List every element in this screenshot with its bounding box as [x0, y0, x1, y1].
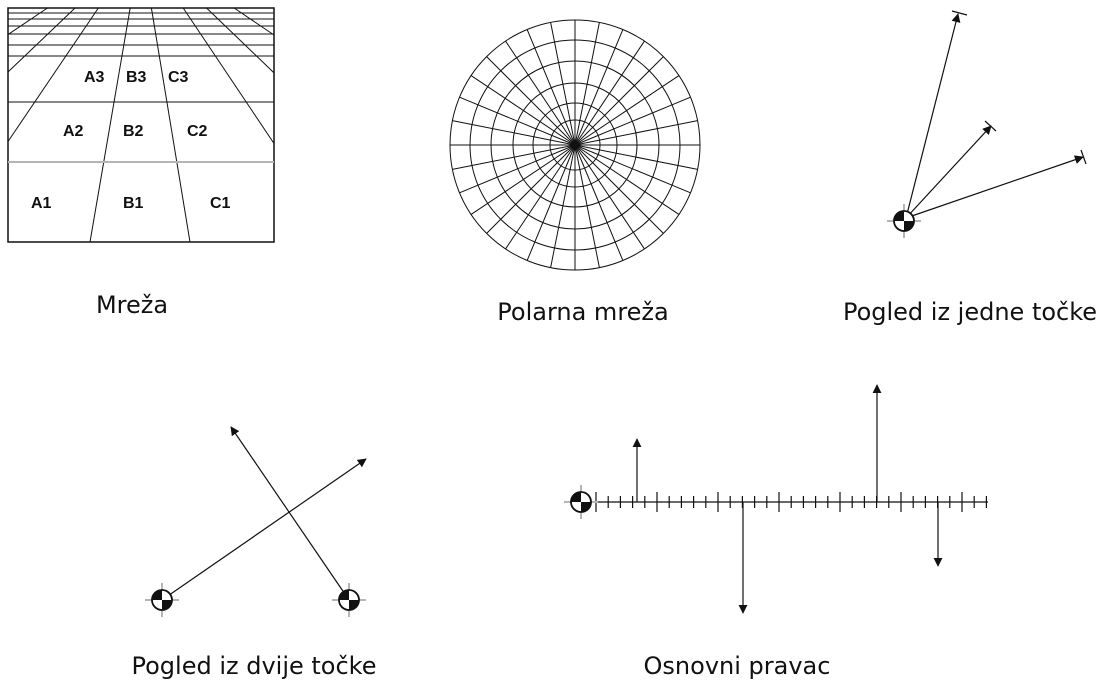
- grid-converging-line: [150, 7, 191, 243]
- grid-cell-c1: C1: [210, 195, 231, 212]
- polar-spoke: [574, 144, 691, 194]
- grid-frame: [7, 7, 275, 243]
- station-quadrant: [349, 600, 359, 610]
- grid-cell-c2: C2: [187, 123, 208, 140]
- grid-cell-a2: A2: [63, 123, 84, 140]
- station-quadrant: [162, 600, 172, 610]
- station-quadrant: [339, 590, 349, 600]
- polar-spoke: [452, 120, 576, 146]
- polar-spoke: [574, 144, 600, 268]
- station-point-icon: [145, 583, 179, 617]
- polar-spoke: [574, 29, 624, 146]
- polar-spoke: [526, 29, 576, 146]
- station-point-icon: [887, 204, 921, 238]
- polar-spoke: [486, 56, 576, 146]
- polar-spoke: [574, 96, 691, 146]
- caption-one-point-view: Pogled iz jedne točke: [842, 298, 1098, 326]
- ray-end-tick-1: [951, 10, 968, 16]
- grid-cell-b1: B1: [123, 195, 144, 212]
- caption-grid: Mreža: [95, 291, 169, 319]
- station-quadrant: [904, 221, 914, 231]
- station-quadrant: [894, 211, 904, 221]
- polar-spoke: [550, 144, 576, 268]
- polar-spoke: [574, 144, 624, 261]
- station-quadrant: [152, 590, 162, 600]
- polar-spoke: [470, 75, 576, 146]
- ray-arrow-3: [905, 155, 1084, 219]
- polar-spoke: [574, 120, 698, 146]
- polar-spoke: [486, 144, 576, 234]
- grid-converging-line: [7, 7, 99, 142]
- station-point-icon: [564, 485, 598, 519]
- polar-spoke: [452, 144, 576, 170]
- polar-spoke: [574, 144, 645, 250]
- polar-spoke: [574, 40, 645, 146]
- polar-spoke: [574, 144, 680, 215]
- ray-end-tick-2: [984, 120, 997, 132]
- polar-spoke: [505, 40, 576, 146]
- polar-grid: [449, 19, 701, 271]
- grid-cell-c3: C3: [168, 69, 189, 86]
- grid-cell-a3: A3: [84, 69, 105, 86]
- station-quadrant: [571, 492, 581, 502]
- grid-converging-line: [7, 7, 76, 73]
- one-point-view: [887, 10, 1087, 238]
- polar-center: [571, 141, 579, 149]
- polar-spoke: [459, 144, 576, 194]
- ray-arrow-1: [905, 13, 961, 219]
- polar-spoke: [470, 144, 576, 215]
- grid-converging-line: [182, 7, 275, 144]
- intersect-arrow-1: [161, 458, 367, 601]
- grid-cell-b3: B3: [126, 69, 147, 86]
- caption-polar-grid: Polarna mreža: [497, 298, 669, 326]
- ray-arrow-2: [905, 125, 992, 219]
- grid-cell-a1: A1: [31, 195, 52, 212]
- polar-spoke: [505, 144, 576, 250]
- polar-spoke: [574, 75, 680, 146]
- grid-cell-b2: B2: [123, 123, 144, 140]
- intersect-arrow-2: [230, 426, 350, 601]
- polar-spoke: [526, 144, 576, 261]
- grid-converging-line: [233, 7, 275, 36]
- caption-base-line: Osnovni pravac: [643, 652, 831, 680]
- grid-converging-line: [89, 7, 131, 243]
- grid-converging-line: [7, 7, 48, 35]
- caption-two-point-view: Pogled iz dvije točke: [131, 652, 377, 680]
- base-line-view: [564, 384, 988, 614]
- polar-spoke: [459, 96, 576, 146]
- polar-spoke: [574, 22, 600, 146]
- polar-spoke: [574, 144, 698, 170]
- station-quadrant: [581, 502, 591, 512]
- two-point-view: [145, 426, 367, 617]
- perspective-grid: A3 B3 C3 A2 B2 C2 A1 B1 C1: [7, 7, 275, 243]
- polar-spoke: [574, 56, 664, 146]
- polar-spoke: [550, 22, 576, 146]
- ray-end-tick-3: [1080, 149, 1087, 165]
- grid-converging-line: [206, 7, 275, 74]
- polar-spoke: [574, 144, 664, 234]
- station-point-icon: [332, 583, 366, 617]
